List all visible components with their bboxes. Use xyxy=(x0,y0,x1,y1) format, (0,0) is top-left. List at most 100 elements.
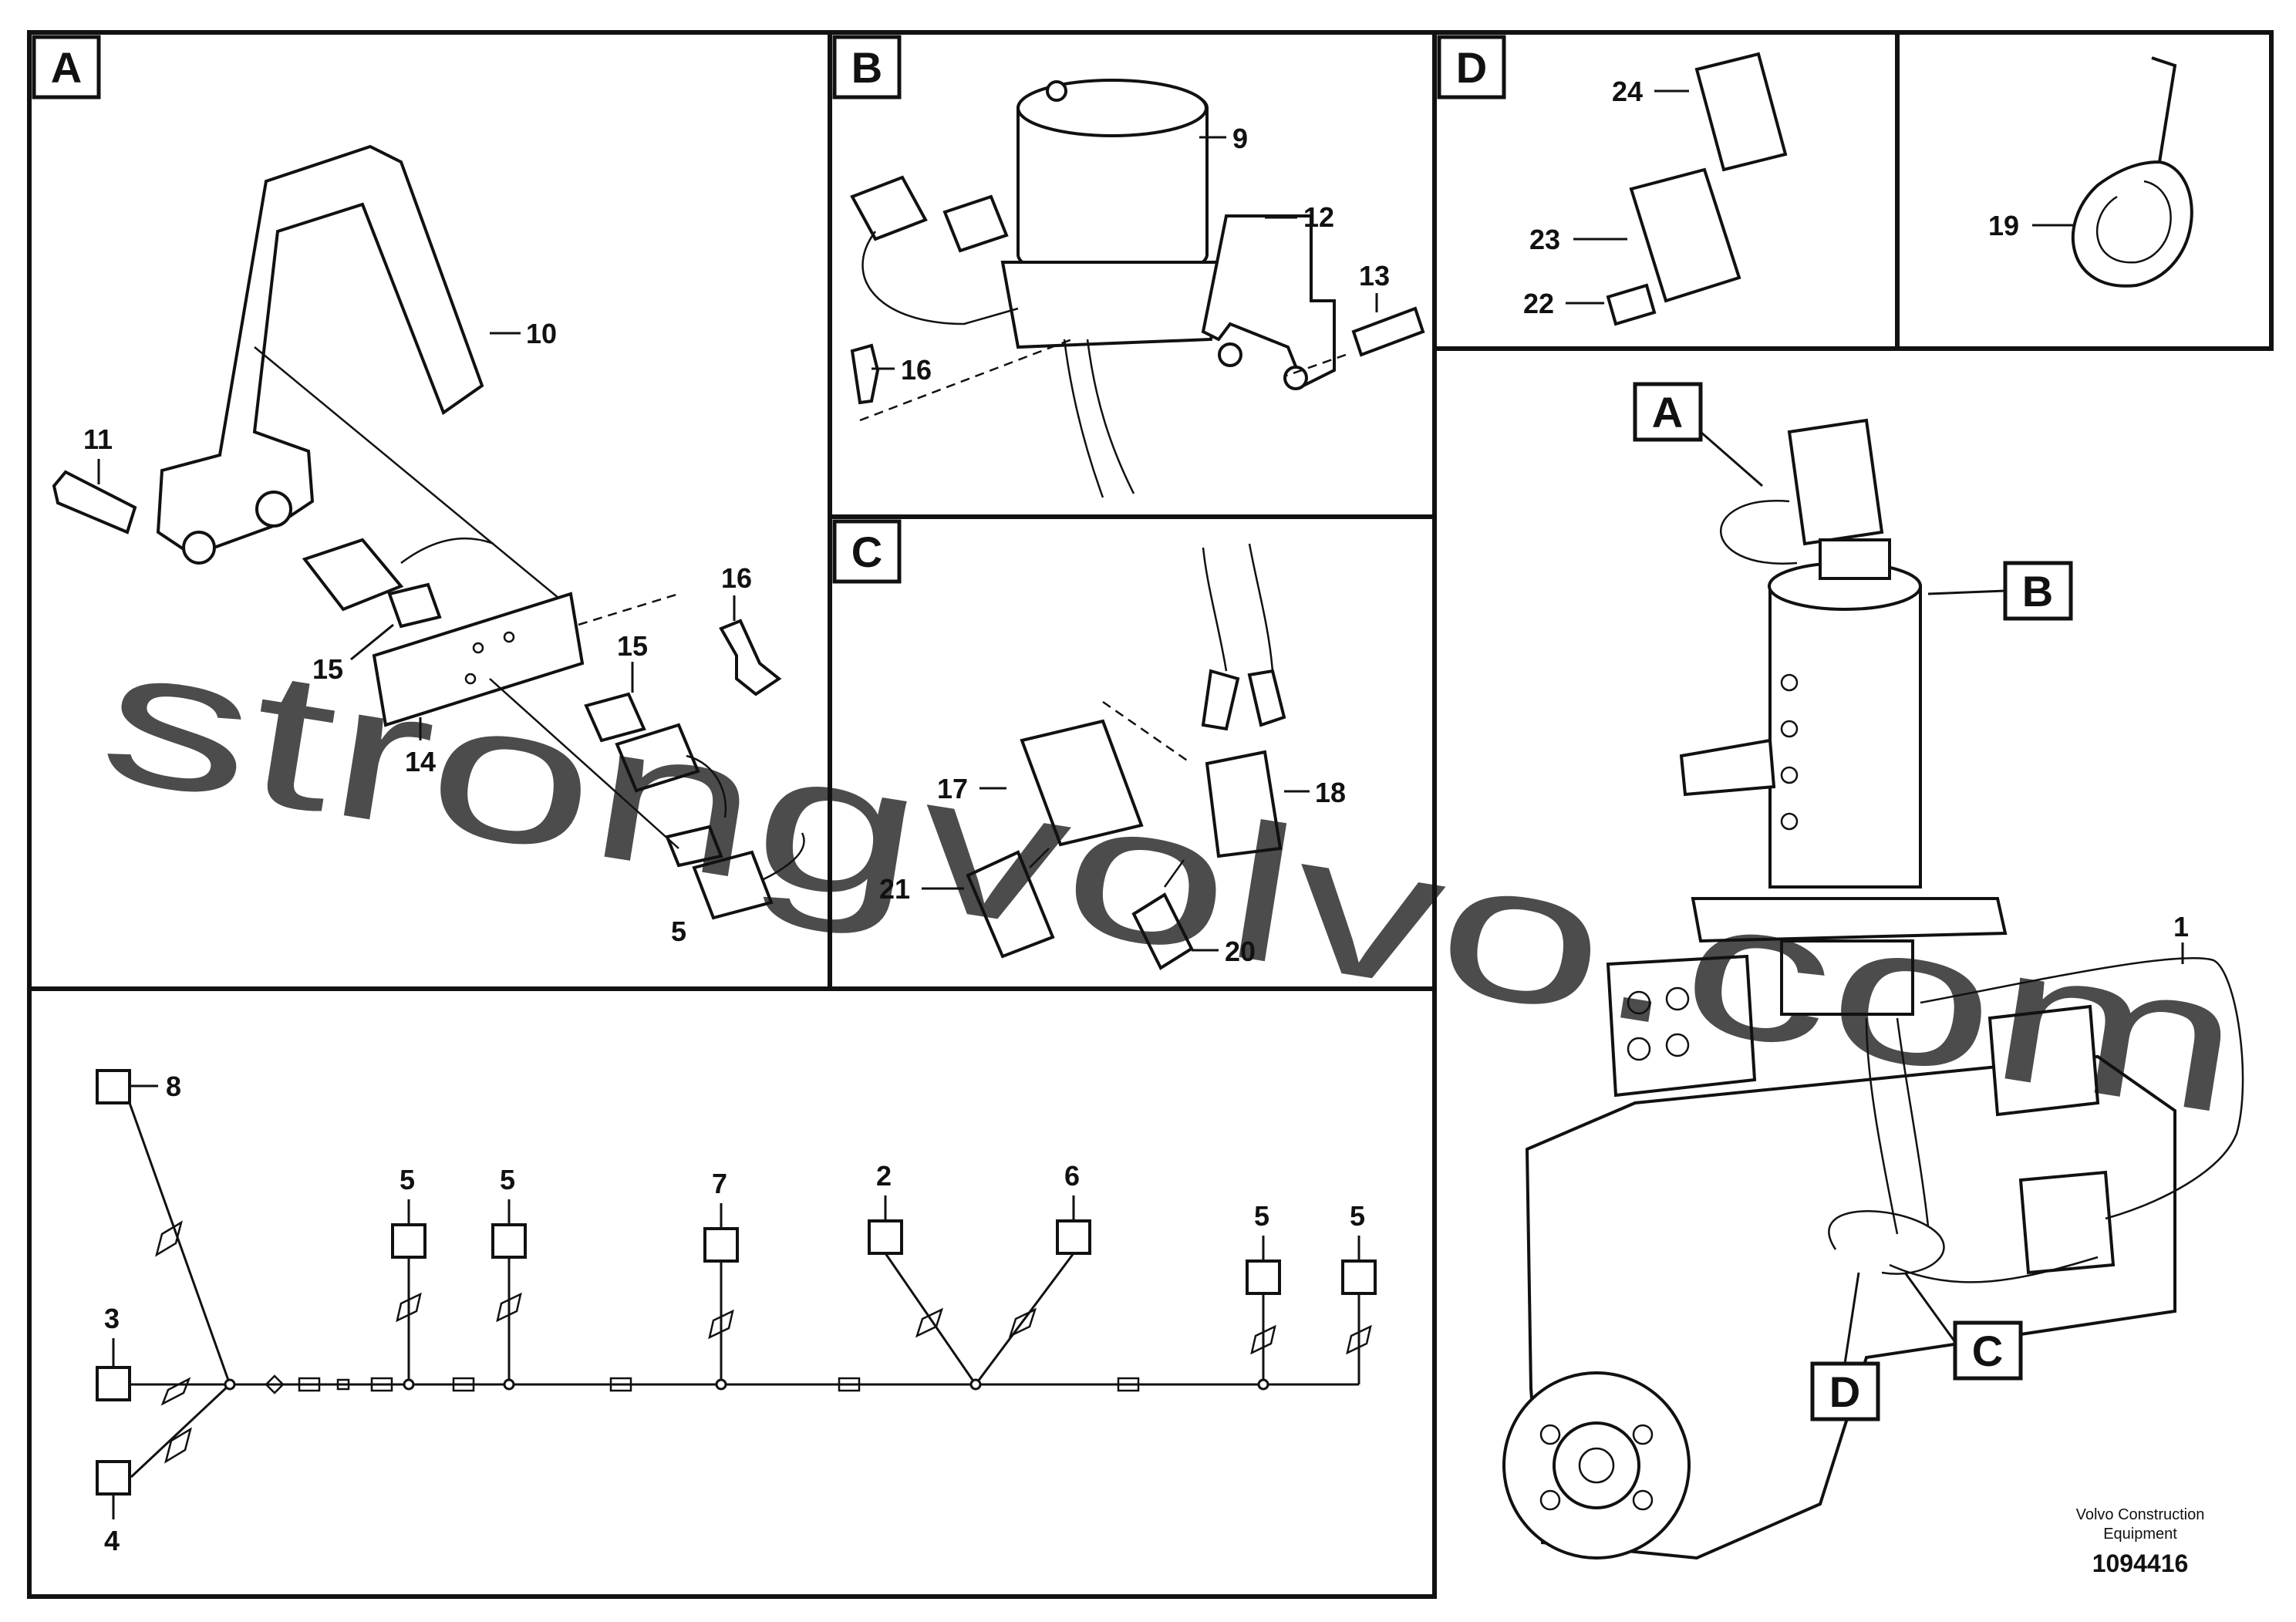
branch-line-6 xyxy=(974,1253,1075,1385)
plate-hole-c xyxy=(464,673,477,685)
seal-part-21 xyxy=(966,850,1055,959)
panel-b-drawing xyxy=(850,79,1425,498)
connector-part-18 xyxy=(1205,750,1283,858)
bracket-hole-lower xyxy=(182,531,216,565)
plate-hole-a xyxy=(472,642,484,654)
panel-tie-frame xyxy=(1895,30,2274,351)
callout-7: 7 xyxy=(712,1168,727,1199)
bolt-part-16-a xyxy=(719,619,782,696)
trunk-marker-d xyxy=(452,1377,475,1392)
bolt-16-b-dash xyxy=(859,338,1073,422)
panel-tag-d-label: D xyxy=(1456,43,1487,92)
callout-16-b: 16 xyxy=(901,354,932,386)
control-module xyxy=(2018,1170,2116,1275)
callout-11: 11 xyxy=(83,423,113,455)
panel-c-callouts: 17 18 21 20 xyxy=(879,773,1346,967)
panel-tag-c-label: C xyxy=(851,528,882,576)
callout-8: 8 xyxy=(166,1071,181,1102)
connector-leader-line xyxy=(489,678,679,849)
connector-b-left-b xyxy=(942,194,1009,253)
overview-tag-a: A xyxy=(1633,382,1763,487)
schematic-connector-5a xyxy=(391,1223,426,1259)
clip-part-5-mount xyxy=(665,824,723,868)
schematic-connector-5c xyxy=(1246,1259,1281,1295)
schematic-connector-4 xyxy=(96,1460,131,1496)
panel-a-drawing xyxy=(52,144,805,920)
swivel-cylinder xyxy=(1768,585,1922,889)
trunk-marker-c xyxy=(370,1377,393,1392)
callout-5-a: 5 xyxy=(671,916,686,947)
bolt-part-16-b xyxy=(850,343,880,405)
connector-part-24 xyxy=(1694,52,1788,172)
callout-9: 9 xyxy=(1232,123,1248,154)
sensor-vent-cap xyxy=(1046,80,1067,102)
overview-sensor-collar xyxy=(1819,538,1891,580)
output-flange-center xyxy=(1578,1447,1615,1484)
schematic-connector-8 xyxy=(96,1069,131,1104)
junction-5b xyxy=(503,1378,515,1391)
junction-main xyxy=(224,1378,236,1391)
branch-7-marker xyxy=(708,1309,734,1340)
panel-tag-d: D xyxy=(1437,35,1506,99)
harness-wire-a xyxy=(400,537,494,565)
overview-tag-c-label: C xyxy=(1972,1327,2003,1375)
valve-block xyxy=(1606,954,1757,1098)
bolt-16-dash-line xyxy=(578,592,679,626)
harness-b-loop xyxy=(861,231,1019,325)
callout-3: 3 xyxy=(104,1303,120,1334)
overview-callouts: 1 xyxy=(2173,911,2189,964)
brand-line-2: Equipment xyxy=(2103,1526,2177,1543)
panel-tag-c: C xyxy=(832,519,902,584)
bolt-13-dash xyxy=(1283,353,1347,378)
connector-20-guide xyxy=(1163,859,1185,888)
branch-2-marker xyxy=(915,1307,944,1338)
callout-1: 1 xyxy=(2173,911,2189,943)
callout-5-b: 5 xyxy=(400,1164,415,1195)
watermark: strongvolvo.com xyxy=(89,604,2256,1155)
schematic-frame xyxy=(27,986,1437,1599)
schematic-connector-5b xyxy=(491,1223,527,1259)
callout-19: 19 xyxy=(1988,210,2019,241)
output-flange-hub xyxy=(1553,1421,1640,1509)
bolt-part-11 xyxy=(52,470,137,534)
panel-d-drawing xyxy=(1606,52,1788,326)
valve-port-4 xyxy=(1665,1033,1690,1057)
trunk-marker-a xyxy=(298,1377,321,1392)
harness-wire-c xyxy=(686,754,727,818)
watermark-text: strongvolvo.com xyxy=(89,604,2256,1155)
branch-8-marker xyxy=(155,1220,183,1257)
callout-15-left: 15 xyxy=(312,653,343,685)
callout-4: 4 xyxy=(104,1525,120,1556)
overview-tag-b-label: B xyxy=(2022,567,2053,615)
junction-7 xyxy=(715,1378,727,1391)
branch-line-8 xyxy=(128,1102,231,1385)
cable-tie-part-19 xyxy=(2072,56,2193,288)
callout-23: 23 xyxy=(1529,224,1560,255)
overview-tag-d: D xyxy=(1810,1272,1880,1421)
cable-c-main xyxy=(1202,547,1228,672)
cable-c-main-2 xyxy=(1248,543,1274,672)
flange-bolt-2 xyxy=(1632,1424,1654,1445)
bracket-hole-upper xyxy=(255,491,292,528)
connector-body-a xyxy=(302,538,404,612)
harness-bundle xyxy=(1828,1210,1945,1275)
callout-13: 13 xyxy=(1359,260,1390,292)
cable-c-split-right xyxy=(1247,669,1286,727)
panel-tag-b: B xyxy=(832,35,902,99)
clip-part-15-right xyxy=(584,692,646,743)
schematic-connector-5d xyxy=(1341,1259,1377,1295)
flange-bolt-3 xyxy=(1539,1489,1561,1511)
schematic-connector-3 xyxy=(96,1366,131,1401)
drawing-number: 1094416 xyxy=(2092,1549,2189,1577)
branch-5d-marker xyxy=(1346,1324,1372,1355)
cylinder-port-2 xyxy=(1780,720,1799,738)
panel-d-callouts: 24 23 22 xyxy=(1523,76,1689,319)
panel-tag-a-label: A xyxy=(51,43,82,92)
branch-5a-marker xyxy=(396,1292,422,1323)
schematic-connector-7 xyxy=(703,1227,739,1263)
flange-bolt-4 xyxy=(1632,1489,1654,1511)
bracket-leader-line xyxy=(254,346,564,602)
connector-part-17 xyxy=(1020,719,1144,847)
harness-part-1 xyxy=(1920,957,2244,1220)
